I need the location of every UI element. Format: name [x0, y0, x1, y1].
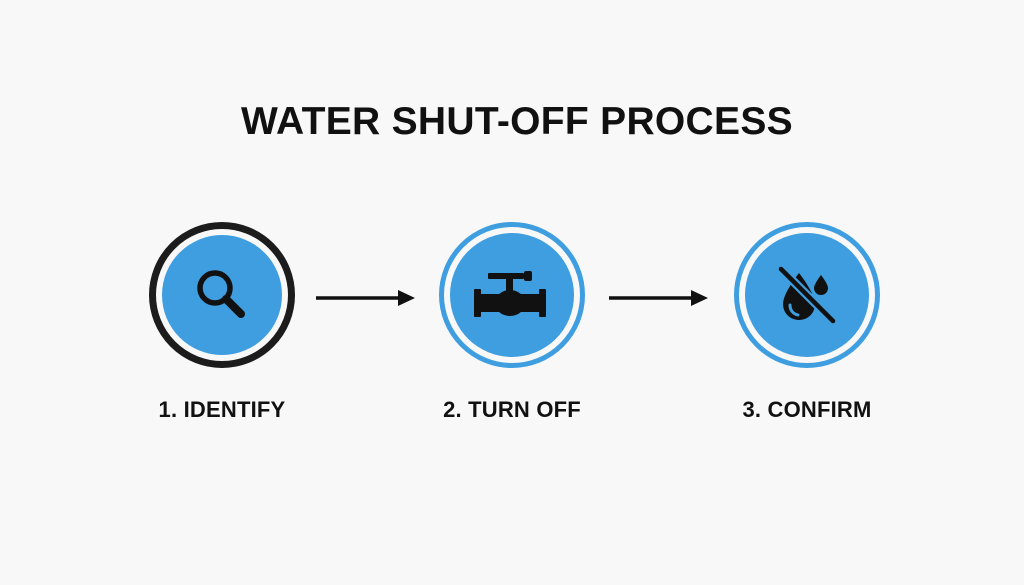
step-2-circle [439, 222, 585, 368]
step-3-circle [734, 222, 880, 368]
no-water-drop-icon [776, 264, 838, 326]
step-3-circle-fill [745, 233, 869, 357]
step-1-label: 1. IDENTIFY [158, 397, 286, 422]
arrow-right-icon [316, 290, 415, 306]
arrow-right-icon [609, 290, 708, 306]
diagram-title: WATER SHUT-OFF PROCESS [241, 100, 793, 143]
step-turn-off: 2. TURN OFF [392, 222, 632, 432]
shut-off-valve-icon [474, 271, 546, 317]
step-2-label: 2. TURN OFF [443, 397, 581, 422]
step-confirm: 3. CONFIRM [687, 222, 927, 432]
step-3-label: 3. CONFIRM [742, 397, 872, 422]
step-2-circle-fill [450, 233, 574, 357]
step-1-circle-fill [162, 235, 282, 355]
step-identify: 1. IDENTIFY [102, 222, 342, 432]
magnifying-glass-icon [197, 270, 245, 318]
step-1-circle [149, 222, 295, 368]
